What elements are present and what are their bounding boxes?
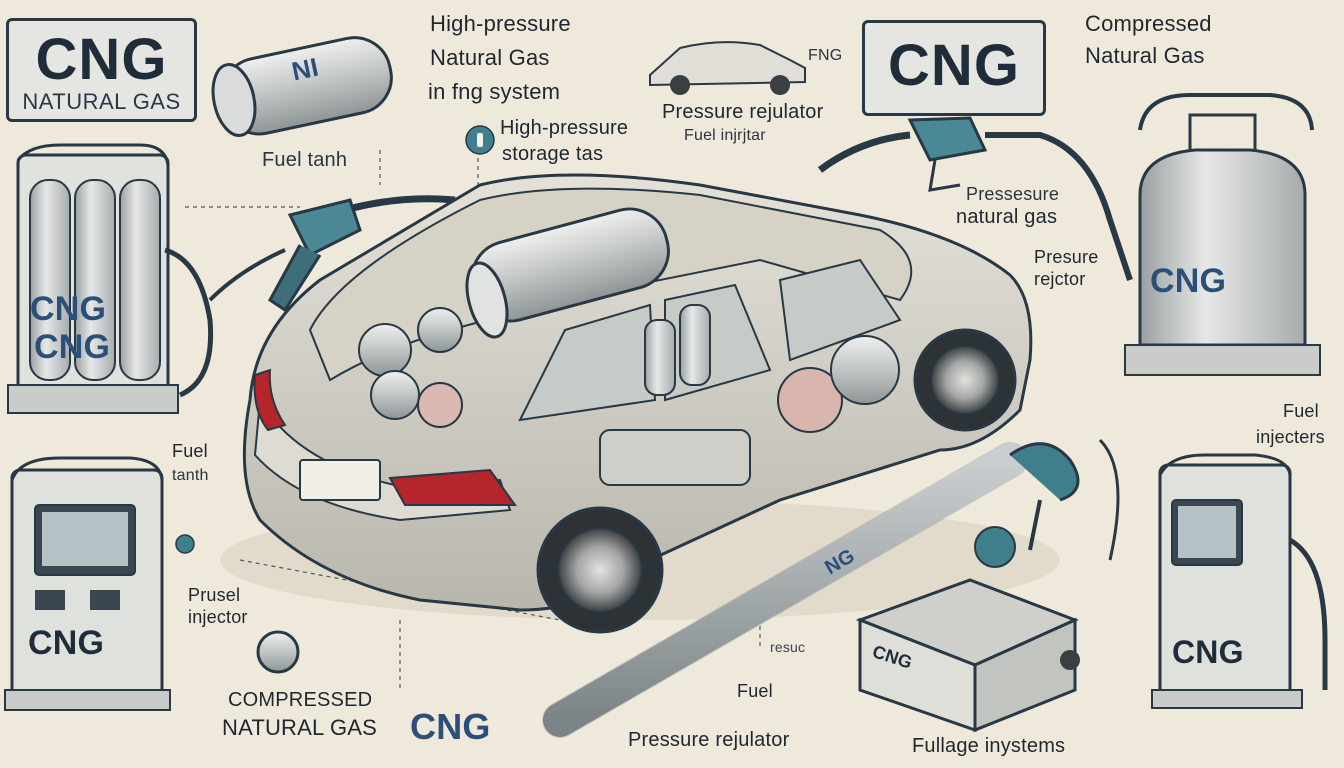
cng-badge-left: CNG NATURAL GAS: [6, 18, 197, 122]
label-high-pressure-3: in fng system: [428, 79, 561, 104]
label-pressure-ng-1: Pressesure: [966, 184, 1060, 204]
tank-mark-bottom-right-pump: CNG: [1172, 634, 1244, 670]
label-fng: FNG: [808, 47, 843, 64]
label-resuc: resuc: [770, 639, 806, 655]
label-compressed-2: Natural Gas: [1085, 43, 1205, 68]
label-fuel-tanth-2: tanth: [172, 467, 209, 484]
tank-mark-left-pump-2: CNG: [34, 328, 111, 366]
label-fuel-injecters-2: injecters: [1256, 427, 1325, 447]
label-fuel-tanh: Fuel tanh: [262, 149, 348, 171]
label-compressed-bottom-2: NATURAL GAS: [222, 715, 378, 740]
hose-nozzle-icon: [542, 438, 1120, 738]
label-compressed-bottom-1: COMPRESSED: [228, 689, 373, 711]
badge-left-subtitle: NATURAL GAS: [22, 89, 181, 114]
cng-box-icon: [855, 578, 1080, 733]
car-cutaway-icon: [242, 173, 1033, 634]
label-pressure-ng-2: natural gas: [956, 206, 1058, 228]
cng-badge-right: CNG: [862, 20, 1046, 116]
label-pressure-injector-2: rejctor: [1034, 269, 1086, 289]
info-icon: [465, 125, 495, 155]
small-car-icon: [649, 41, 806, 95]
label-pressure-rejulator-bottom: Pressure rejulator: [628, 729, 790, 751]
label-prusel-2: injector: [188, 607, 248, 627]
small-gas-tank-icon: [211, 36, 393, 137]
label-fuel-bottom: Fuel: [737, 681, 773, 701]
label-fuel-injecters-1: Fuel: [1283, 401, 1319, 421]
label-regulator-1: Pressure rejulator: [662, 101, 824, 123]
label-storage-1: High-pressure: [500, 117, 629, 139]
label-prusel-1: Prusel: [188, 585, 241, 605]
badge-left-title: CNG: [35, 27, 168, 92]
label-compressed-1: Compressed: [1085, 11, 1212, 36]
badge-right-title: CNG: [888, 33, 1020, 98]
bottom-right-cng-pump-icon: [1151, 453, 1328, 709]
right-fuel-nozzle-icon: [817, 116, 1133, 281]
label-cng-bottom: CNG: [410, 706, 491, 747]
left-fuel-nozzle-icon: [208, 195, 456, 313]
label-storage-2: storage tas: [502, 143, 604, 165]
label-high-pressure-1: High-pressure: [430, 11, 571, 36]
pressure-gauge-icon: [175, 526, 1016, 674]
label-fullage: Fullage inystems: [912, 735, 1066, 757]
label-fuel-tanth-1: Fuel: [172, 441, 208, 461]
tank-mark-left-pump-1: CNG: [30, 290, 107, 328]
label-pressure-injector-1: Presure: [1034, 247, 1099, 267]
label-high-pressure-2: Natural Gas: [430, 45, 550, 70]
left-cng-pump-icon: [7, 143, 214, 414]
tank-mark-right-cylinder: CNG: [1150, 262, 1227, 300]
right-cng-cylinder-icon: [1124, 93, 1321, 376]
tank-mark-top-left: NI: [289, 51, 322, 87]
bottom-left-cng-pump-icon: [4, 456, 171, 711]
label-regulator-2: Fuel injrjtar: [684, 127, 766, 144]
tank-mark-bottom-left-pump: CNG: [28, 624, 105, 662]
